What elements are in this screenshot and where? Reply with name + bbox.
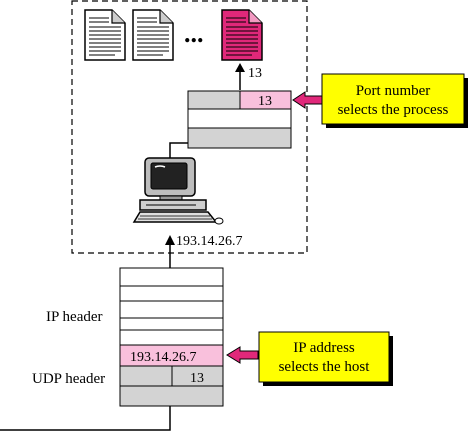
port-callout-line2: selects the process xyxy=(338,102,449,118)
host-boundary xyxy=(71,0,308,254)
port-table-value: 13 xyxy=(258,94,272,109)
ip-callout-box xyxy=(258,331,390,383)
ip-callout-line2: selects the host xyxy=(279,359,371,375)
computer-icon xyxy=(132,157,224,225)
packet-ip-address: 193.14.26.7 xyxy=(130,350,197,365)
port-callout-line1: Port number xyxy=(356,83,431,99)
host-to-table-line xyxy=(169,142,188,160)
incoming-line xyxy=(0,406,171,431)
port-callout-arrow xyxy=(292,91,323,109)
packet-port-value: 13 xyxy=(190,371,204,386)
host-ip-label: 193.14.26.7 xyxy=(176,234,243,249)
ip-callout-line1: IP address xyxy=(293,340,355,356)
ellipsis: ... xyxy=(184,19,204,48)
ip-callout-arrow xyxy=(226,346,259,364)
packet-to-host-arrowhead xyxy=(165,235,175,245)
document-icon xyxy=(84,9,126,61)
document-icon-highlighted xyxy=(221,9,263,61)
document-icon xyxy=(132,9,174,61)
udp-header-label: UDP header xyxy=(32,371,105,387)
port-table xyxy=(187,90,292,149)
ip-header-label: IP header xyxy=(46,309,103,325)
packet-stack xyxy=(119,267,224,407)
port-callout-box xyxy=(321,73,465,125)
process-arrowhead xyxy=(235,63,245,72)
process-port-label: 13 xyxy=(248,66,262,81)
